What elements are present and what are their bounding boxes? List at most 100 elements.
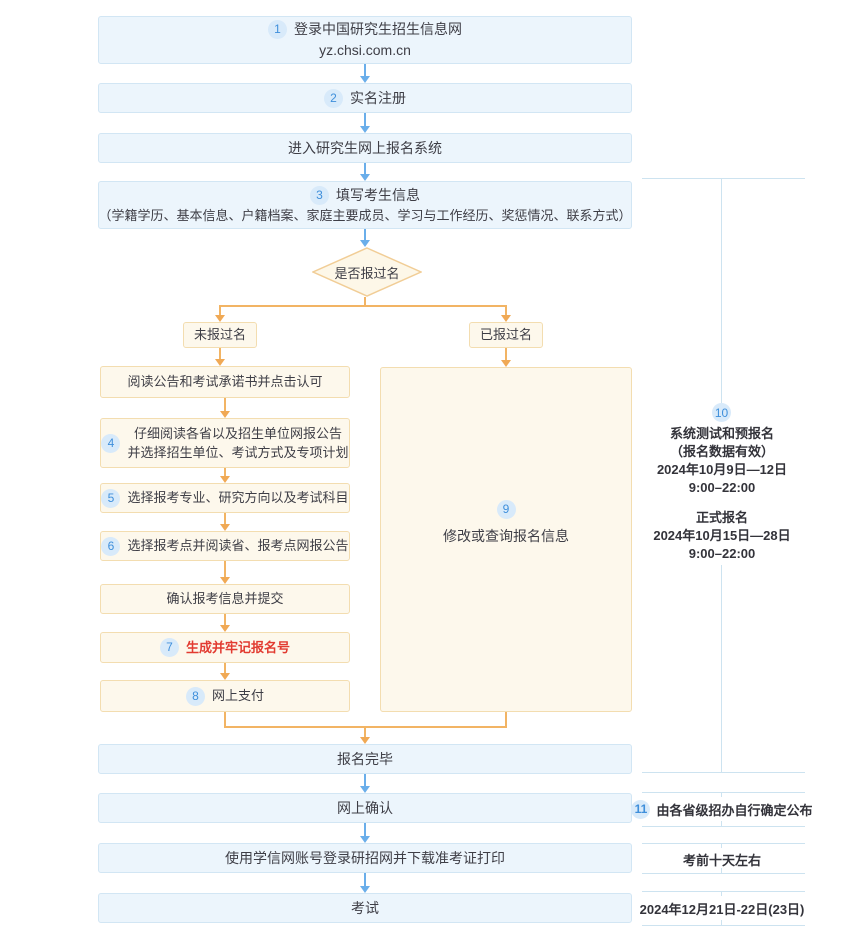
schedule-test-time: 9:00–22:00 — [688, 480, 756, 495]
branch-registered: 已报过名 — [469, 322, 543, 348]
schedule-test-title: 系统测试和预报名 — [669, 426, 774, 441]
connector — [505, 348, 507, 360]
connector — [219, 305, 507, 307]
bracket-line — [642, 826, 805, 827]
connector — [364, 873, 366, 886]
schedule-annotation: 系统测试和预报名 （报名数据有效） 2024年10月9日—12日 9:00–22… — [632, 425, 812, 563]
step-number-badge: 9 — [496, 500, 516, 519]
node-label: 报名完毕 — [337, 750, 393, 767]
connector — [505, 305, 507, 315]
node-label: 使用学信网账号登录研招网并下载准考证打印 — [225, 849, 505, 866]
node-fill-info: 3 填写考生信息 （学籍学历、基本信息、户籍档案、家庭主要成员、学习与工作经历、… — [98, 181, 632, 229]
step-number-badge: 5 — [101, 488, 121, 508]
decision-label: 是否报过名 — [334, 265, 400, 281]
node-label: 选择报考点并阅读省、报考点网报公告 — [127, 538, 349, 554]
node-label: 网上确认 — [337, 799, 393, 816]
node-login: 1 登录中国研究生招生信息网 yz.chsi.com.cn — [98, 16, 632, 64]
bracket-line — [642, 772, 805, 773]
arrow-down-icon — [360, 886, 370, 893]
node-enter-label: 进入研究生网上报名系统 — [288, 139, 442, 156]
connector — [364, 726, 366, 737]
node-pay-online: 8 网上支付 — [100, 680, 350, 712]
node-label: 并选择招生单位、考试方式及专项计划 — [127, 444, 349, 460]
bracket-line — [642, 792, 805, 793]
node-done: 报名完毕 — [98, 744, 632, 774]
step-number-badge: 10 — [712, 403, 731, 422]
arrow-down-icon — [360, 786, 370, 793]
arrow-down-icon — [360, 836, 370, 843]
step-number-badge: 4 — [101, 433, 121, 453]
node-download-print: 使用学信网账号登录研招网并下载准考证打印 — [98, 843, 632, 873]
exam-annotation: 2024年12月21日-22日(23日) — [617, 897, 827, 919]
bracket-line — [642, 925, 805, 926]
connector — [224, 561, 226, 577]
download-annotation: 考前十天左右 — [627, 848, 817, 870]
node-label-important: 生成并牢记报名号 — [185, 639, 290, 655]
connector — [364, 64, 366, 76]
step-number-badge: 6 — [101, 536, 121, 556]
node-label: 选择报考专业、研究方向以及考试科目 — [127, 490, 349, 506]
schedule-test-note: （报名数据有效） — [669, 444, 774, 459]
connector — [364, 297, 366, 306]
branch-label: 未报过名 — [193, 327, 246, 343]
arrow-down-icon — [360, 126, 370, 133]
connector — [364, 823, 366, 836]
node-login-title: 登录中国研究生招生信息网 — [294, 21, 462, 38]
bracket-tick — [721, 843, 722, 848]
connector — [364, 774, 366, 786]
node-label: 网上支付 — [211, 688, 264, 704]
connector — [224, 663, 226, 673]
node-enter-system: 进入研究生网上报名系统 — [98, 133, 632, 163]
connector — [364, 163, 366, 174]
bracket-tick — [721, 792, 722, 797]
node-register: 2 实名注册 — [98, 83, 632, 113]
bracket-tick — [721, 891, 722, 896]
bracket-tick — [721, 821, 722, 826]
connector — [219, 305, 221, 315]
arrow-down-icon — [220, 625, 230, 632]
connector — [219, 348, 221, 359]
bracket-line — [721, 178, 722, 403]
decision-registered-before: 是否报过名 — [311, 247, 423, 297]
schedule-formal-title: 正式报名 — [695, 510, 748, 525]
node-read-bulletin: 4 仔细阅读各省以及招生单位网报公告 并选择招生单位、考试方式及专项计划 — [100, 418, 350, 468]
step-number-badge: 1 — [268, 20, 287, 40]
node-fill-info-detail: （学籍学历、基本信息、户籍档案、家庭主要成员、学习与工作经历、奖惩情况、联系方式… — [98, 207, 632, 223]
bracket-line — [721, 565, 722, 772]
connector — [224, 712, 226, 728]
node-fill-info-title: 填写考生信息 — [336, 186, 420, 203]
connector — [224, 513, 226, 524]
node-remember-id: 7 生成并牢记报名号 — [100, 632, 350, 663]
arrow-down-icon — [360, 240, 370, 247]
bracket-line — [642, 873, 805, 874]
arrow-down-icon — [501, 315, 511, 322]
branch-not-registered: 未报过名 — [183, 322, 257, 348]
step-number-badge: 7 — [159, 638, 179, 657]
arrow-down-icon — [215, 315, 225, 322]
arrow-down-icon — [360, 174, 370, 181]
connector — [224, 468, 226, 476]
arrow-down-icon — [360, 76, 370, 83]
bracket-line — [642, 843, 805, 844]
connector — [364, 229, 366, 240]
step-number-badge: 8 — [185, 686, 205, 706]
node-label: 阅读公告和考试承诺书并点击认可 — [127, 374, 323, 390]
arrow-down-icon — [360, 737, 370, 744]
schedule-formal-date: 2024年10月15日—28日 — [653, 528, 791, 543]
node-label: 仔细阅读各省以及招生单位网报公告 — [133, 425, 342, 441]
node-online-confirm: 网上确认 — [98, 793, 632, 823]
node-choose-site: 6 选择报考点并阅读省、报考点网报公告 — [100, 531, 350, 561]
download-annotation-label: 考前十天左右 — [682, 852, 761, 868]
exam-annotation-label: 2024年12月21日-22日(23日) — [639, 901, 805, 917]
arrow-down-icon — [220, 673, 230, 680]
step-number-badge: 11 — [631, 799, 651, 819]
diamond-shape-icon — [311, 247, 423, 297]
node-confirm-submit: 确认报考信息并提交 — [100, 584, 350, 614]
arrow-down-icon — [215, 359, 225, 366]
confirm-annotation-label: 由各省级招办自行确定公布 — [656, 802, 813, 818]
arrow-down-icon — [220, 411, 230, 418]
schedule-test-date: 2024年10月9日—12日 — [656, 462, 788, 477]
node-login-url: yz.chsi.com.cn — [319, 42, 411, 59]
node-register-label: 实名注册 — [350, 89, 406, 106]
